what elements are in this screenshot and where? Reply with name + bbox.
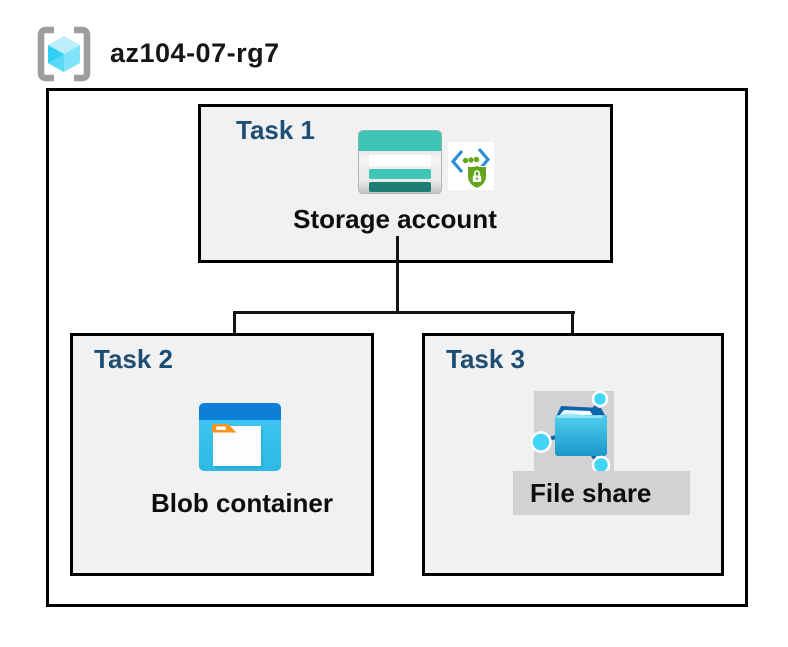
task3-label: Task 3: [446, 344, 526, 374]
task1-box: Task 1 Storage: [198, 104, 613, 263]
resource-group-name: az104-07-rg7: [110, 38, 280, 68]
task1-label: Task 1: [236, 115, 316, 145]
file-share-label: File share: [513, 471, 690, 515]
connector-horizontal: [234, 311, 575, 314]
resource-group-icon: [37, 26, 91, 82]
task2-label: Task 2: [94, 344, 174, 374]
connector-storage-stem: [396, 236, 399, 311]
task2-box: Task 2 Blob container: [70, 333, 374, 576]
task3-box: Task 3 File share: [422, 333, 724, 576]
code-shield-icon: [448, 142, 494, 190]
storage-account-label: Storage account: [293, 204, 497, 234]
blob-container-icon: [199, 403, 281, 471]
storage-account-icon: [358, 130, 442, 194]
blob-container-label: Blob container: [150, 488, 333, 518]
file-share-icon: [530, 390, 611, 475]
